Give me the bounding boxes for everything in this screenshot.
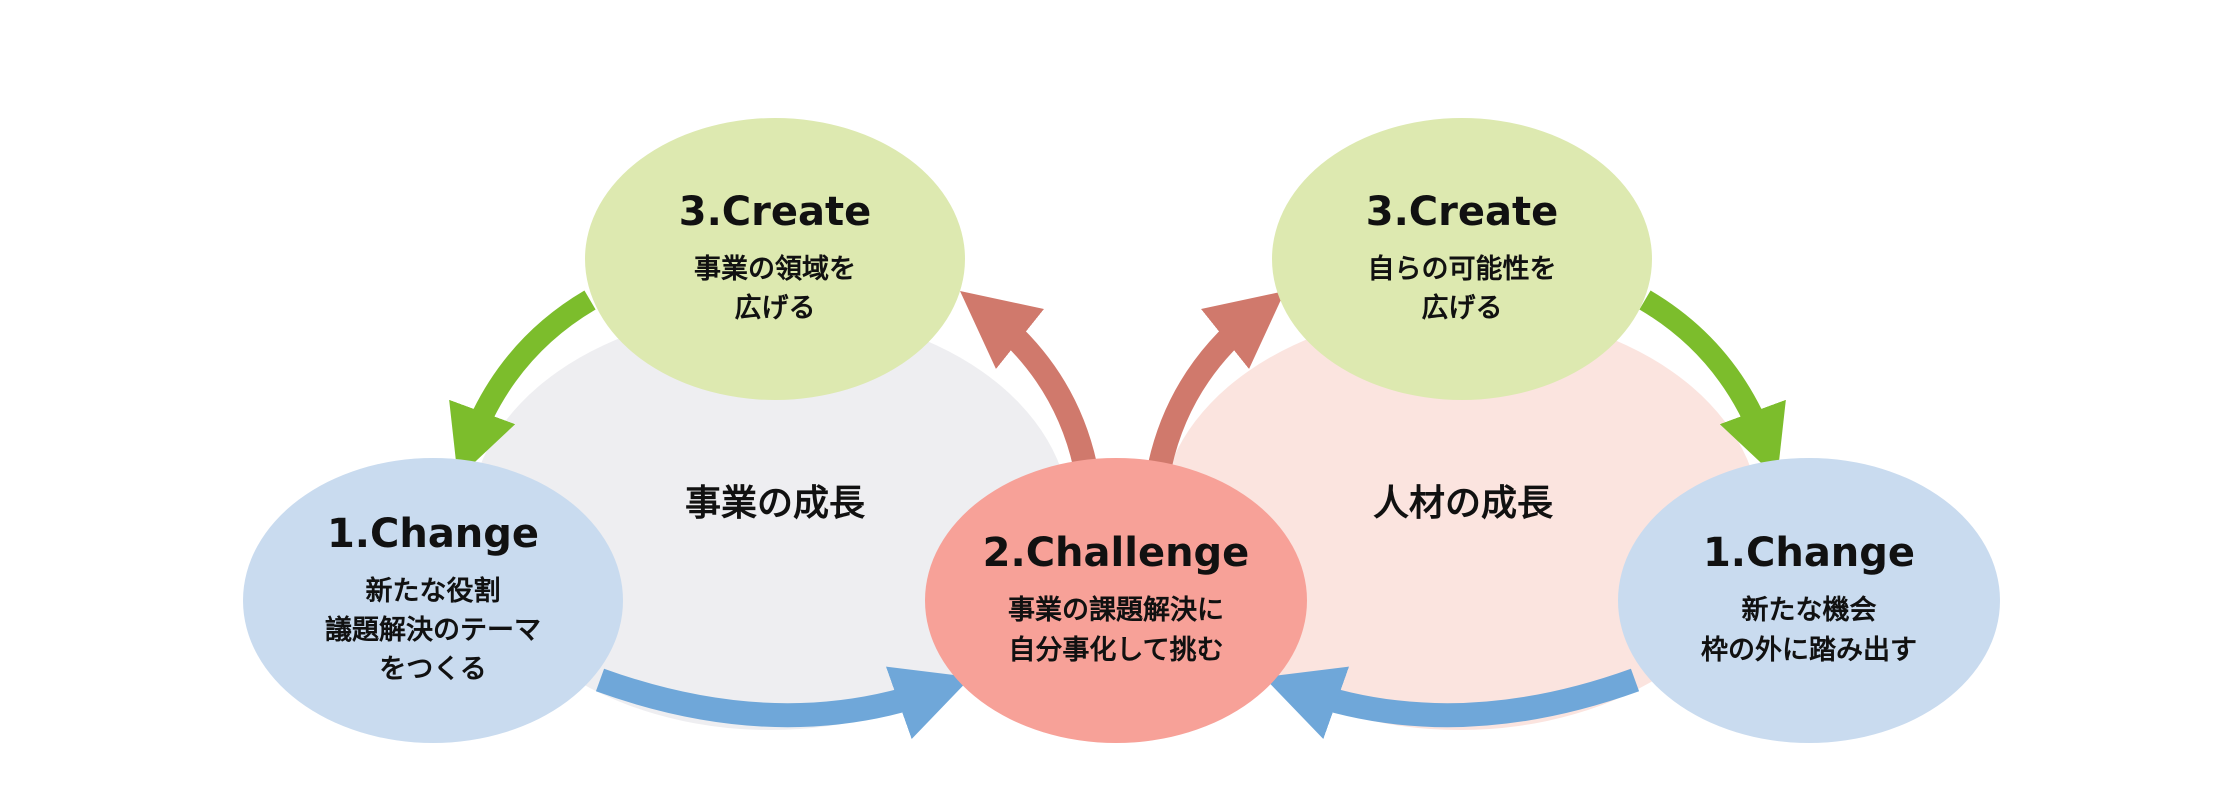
arrow-change-to-challenge-right: [1263, 666, 1640, 740]
left-change-title: 1.Change: [326, 510, 540, 557]
right-change-node: 1.Change 新たな機会 枠の外に踏み出す: [1618, 458, 2000, 743]
challenge-title: 2.Challenge: [982, 530, 1250, 577]
left-create-desc: 事業の領域を 広げる: [694, 253, 856, 324]
right-create-desc: 自らの可能性を 広げる: [1367, 253, 1557, 324]
left-create-title: 3.Create: [678, 188, 872, 235]
arrow-create-to-change-left: [449, 290, 596, 479]
left-change-desc: 新たな役割 議題解決のテーマ をつくる: [325, 575, 541, 686]
arrow-challenge-to-create-left: [960, 291, 1097, 468]
left-change-node: 1.Change 新たな役割 議題解決のテーマ をつくる: [243, 458, 623, 743]
left-create-node: 3.Create 事業の領域を 広げる: [585, 118, 965, 400]
arrow-create-to-change-right: [1639, 290, 1786, 479]
right-create-node: 3.Create 自らの可能性を 広げる: [1272, 118, 1652, 400]
challenge-desc: 事業の課題解決に 自分事化して挑む: [1008, 595, 1224, 666]
right-change-title: 1.Change: [1702, 530, 1916, 577]
left-cycle-label: 事業の成長: [684, 483, 866, 524]
right-change-desc: 新たな機会 枠の外に踏み出す: [1701, 595, 1917, 666]
challenge-node: 2.Challenge 事業の課題解決に 自分事化して挑む: [925, 458, 1307, 743]
arrow-change-to-challenge-left: [595, 666, 972, 740]
right-create-title: 3.Create: [1365, 188, 1559, 235]
right-cycle-label: 人材の成長: [1372, 483, 1554, 524]
arrow-challenge-to-create-right: [1148, 291, 1285, 468]
right-cycle-background: [1160, 310, 1760, 730]
